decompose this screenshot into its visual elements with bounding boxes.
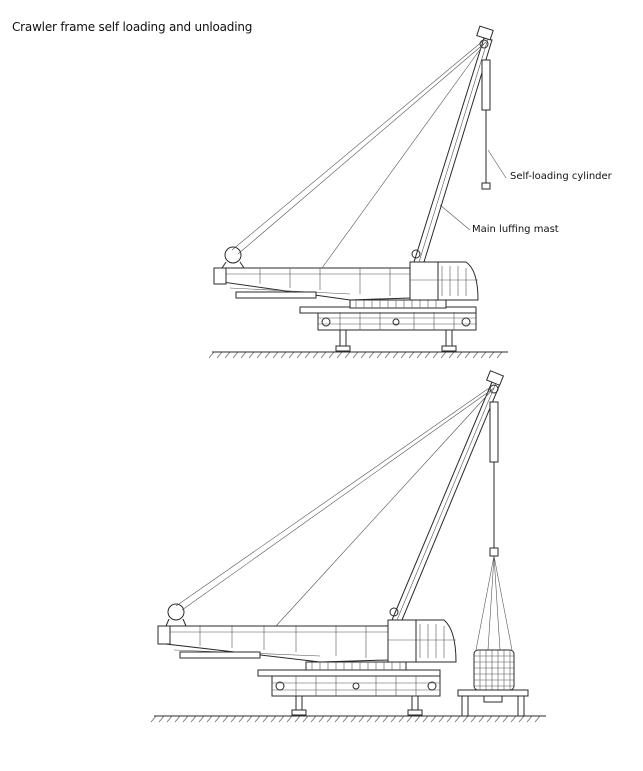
top-pendants [231,39,487,269]
diagram-title: Crawler frame self loading and unloading [12,20,253,34]
label-main-luffing-mast: Main luffing mast [472,224,559,235]
top-crane-figure [208,25,508,359]
bottom-pendants [175,385,495,627]
bottom-main-boom [157,603,389,663]
bottom-self-loading-cylinder [475,401,513,651]
top-ground [208,351,508,359]
bottom-luffing-mast [389,370,505,621]
top-self-loading-cylinder [481,59,491,190]
top-leader-mast [439,204,471,231]
top-superstructure [409,261,479,301]
bottom-superstructure [387,619,457,663]
bottom-suspended-load [473,649,515,691]
bottom-crane-figure [150,370,546,723]
label-self-loading-cylinder: Self-loading cylinder [510,171,612,182]
top-leader-cylinder [487,149,507,179]
bottom-support-stand [457,689,529,717]
bottom-slewing-ring [305,661,407,671]
bottom-outriggers [291,693,423,716]
top-carbody [299,306,477,331]
bottom-carbody [257,669,441,697]
top-luffing-mast [411,25,494,263]
top-main-boom [213,246,411,301]
top-outriggers [335,327,457,352]
bottom-ground [150,715,546,723]
top-slewing-ring [349,299,447,309]
